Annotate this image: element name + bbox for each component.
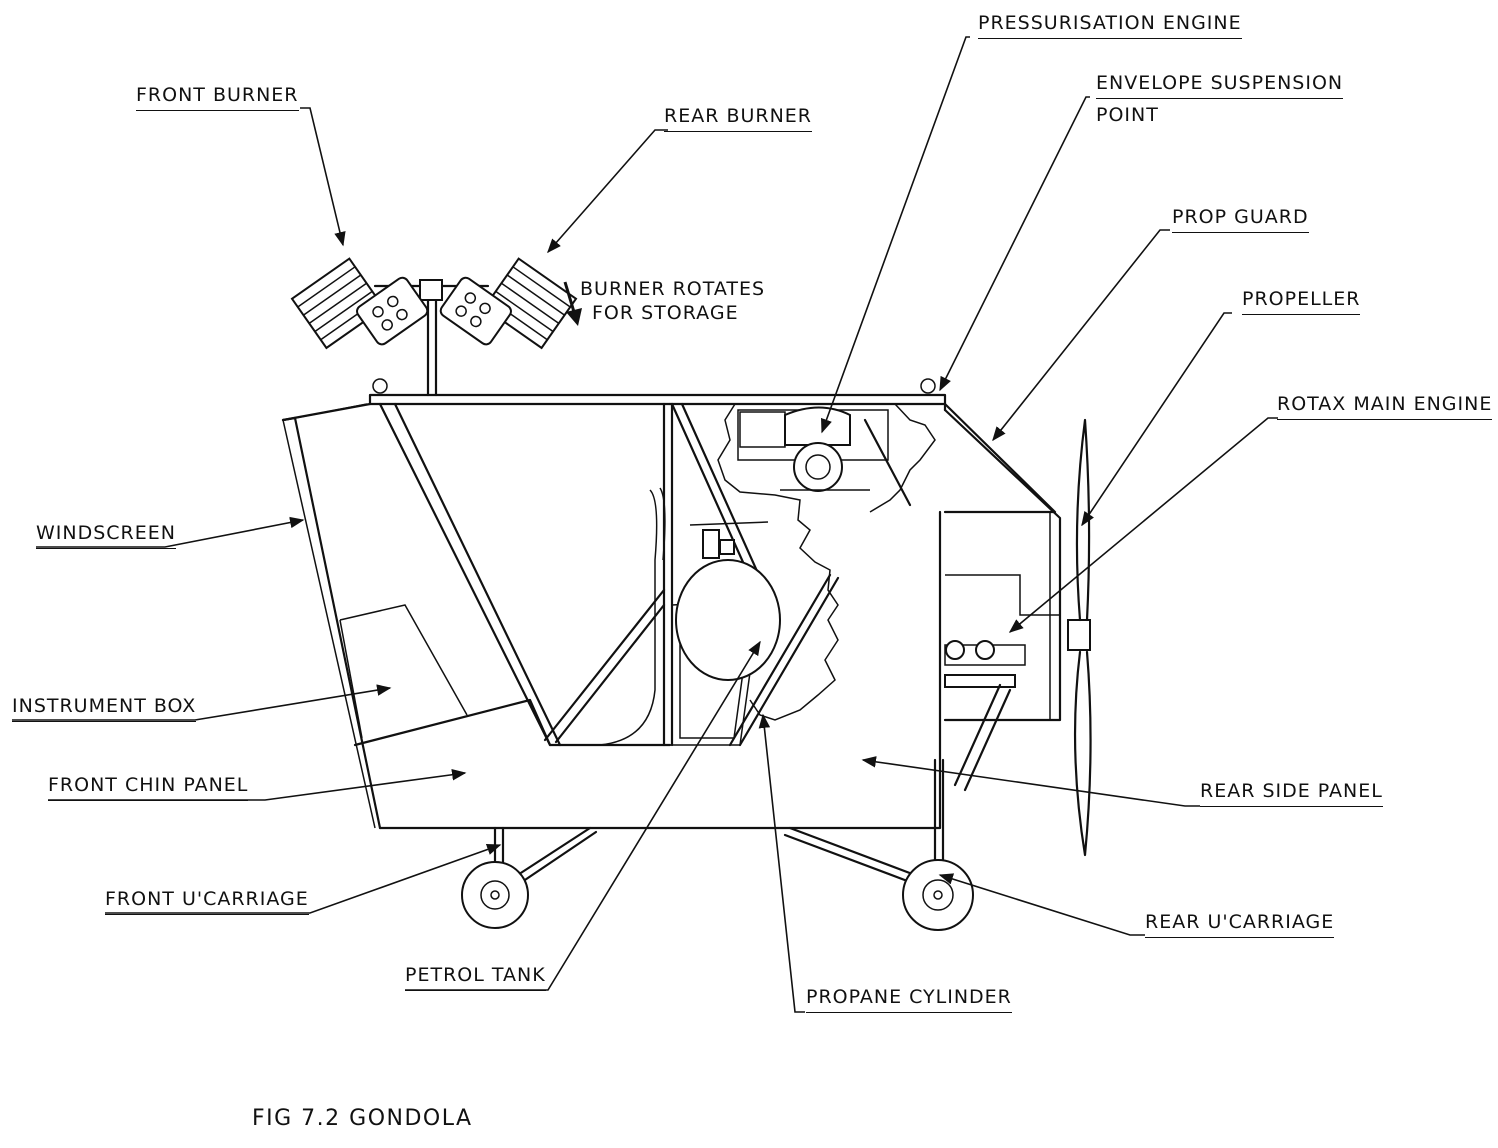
label-rotax-main-engine: ROTAX MAIN ENGINE (1277, 393, 1493, 420)
label-rear-ucarriage: REAR U'CARRIAGE (1145, 911, 1335, 938)
label-rear-side-panel: REAR SIDE PANEL (1200, 780, 1383, 807)
burner-assembly (290, 257, 578, 397)
label-pressurisation-engine: PRESSURISATION ENGINE (978, 12, 1242, 39)
label-windscreen: WINDSCREEN (36, 522, 176, 549)
label-rear-burner: REAR BURNER (664, 105, 813, 132)
label-propeller: PROPELLER (1242, 288, 1361, 315)
gondola-frame (281, 378, 1092, 857)
label-envelope-suspension-line1: ENVELOPE SUSPENSION (1096, 72, 1344, 99)
undercarriage (461, 758, 974, 931)
label-prop-guard: PROP GUARD (1172, 206, 1309, 233)
label-instrument-box: INSTRUMENT BOX (12, 695, 197, 722)
storage-arrow (563, 281, 582, 326)
label-front-chin-panel: FRONT CHIN PANEL (48, 774, 249, 801)
figure-caption: FIG 7.2 GONDOLA (252, 1106, 473, 1131)
leader-lines (12, 36, 1278, 1013)
label-front-burner: FRONT BURNER (136, 84, 299, 111)
label-envelope-suspension-line2: POINT (1096, 104, 1159, 126)
label-burner-rotates-line2: FOR STORAGE (592, 302, 739, 324)
label-burner-rotates-line1: BURNER ROTATES (580, 278, 766, 300)
label-petrol-tank: PETROL TANK (405, 964, 546, 991)
label-propane-cylinder: PROPANE CYLINDER (806, 986, 1012, 1013)
label-front-ucarriage: FRONT U'CARRIAGE (105, 888, 309, 915)
